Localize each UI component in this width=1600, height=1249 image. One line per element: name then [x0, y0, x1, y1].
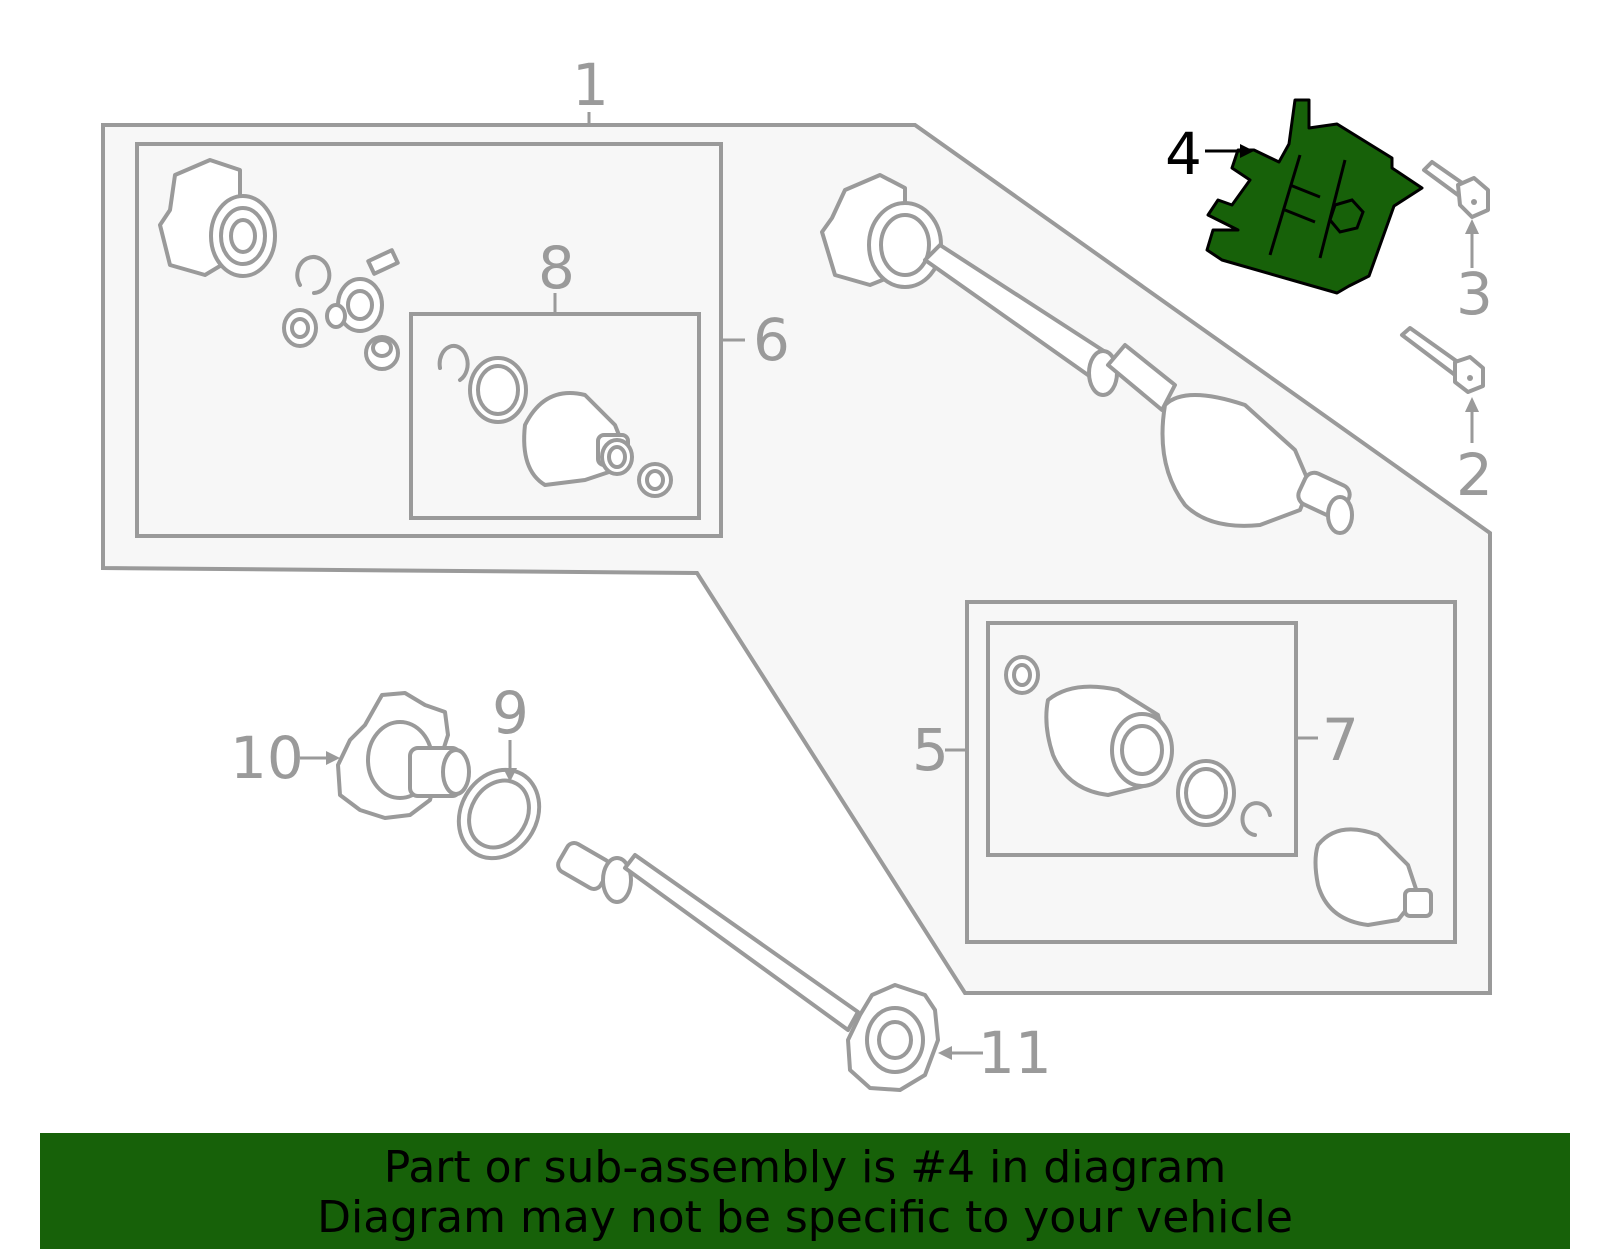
drive-shaft-assembly — [820, 173, 1354, 535]
bracket-shape — [1205, 98, 1424, 295]
leader-11 — [938, 1046, 983, 1060]
kit-box-5 — [965, 600, 1457, 944]
boot-kit-7 — [1004, 655, 1272, 837]
callout-2: 2 — [1456, 441, 1493, 509]
callout-1: 1 — [572, 51, 609, 119]
bolt-2 — [1400, 326, 1485, 394]
callout-3: 3 — [1456, 260, 1493, 328]
callout-4: 4 — [1165, 120, 1202, 188]
boot-kit-8 — [437, 343, 673, 498]
banner-line-1: Part or sub-assembly is #4 in diagram — [383, 1142, 1227, 1193]
outer-joint-housing — [158, 158, 277, 278]
info-banner: Part or sub-assembly is #4 in diagram Di… — [40, 1133, 1570, 1249]
leader-2 — [1465, 397, 1479, 443]
inner-joint-box-5 — [1313, 827, 1433, 927]
bearing-bushing — [282, 308, 400, 371]
callout-10: 10 — [230, 724, 304, 792]
inner-race — [325, 248, 400, 333]
leader-10 — [300, 751, 340, 765]
leader-9 — [503, 740, 517, 782]
leader-4 — [1205, 144, 1254, 158]
banner-line-2: Diagram may not be specific to your vehi… — [317, 1192, 1293, 1243]
callout-5: 5 — [912, 716, 949, 784]
callout-11: 11 — [978, 1019, 1052, 1087]
callout-6: 6 — [753, 306, 790, 374]
highlighted-part-4 — [1205, 98, 1424, 295]
leader-3 — [1465, 219, 1479, 268]
seal-9 — [456, 767, 542, 861]
axle-shaft-11 — [556, 841, 940, 1092]
callout-8: 8 — [538, 234, 575, 302]
circlip — [295, 255, 332, 295]
callout-7: 7 — [1322, 706, 1359, 774]
callout-9: 9 — [492, 679, 529, 747]
bolt-3 — [1422, 160, 1490, 219]
flange-10 — [336, 691, 471, 820]
